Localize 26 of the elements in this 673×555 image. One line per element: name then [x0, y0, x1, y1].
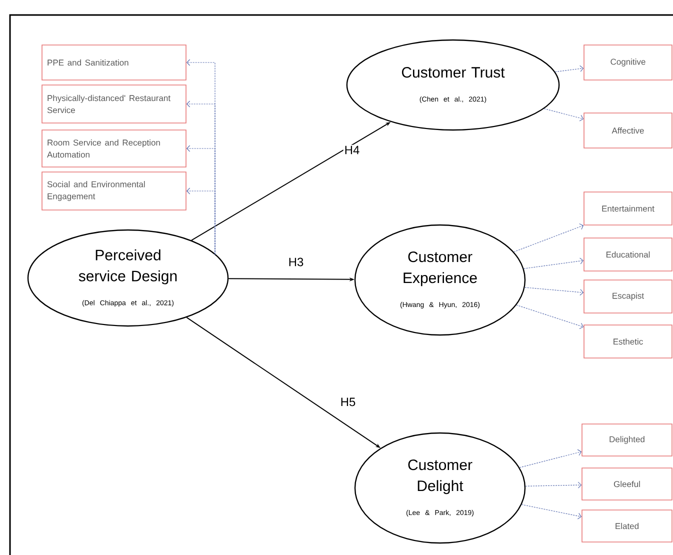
edge-label: H3 — [287, 256, 305, 268]
arrow — [514, 223, 584, 252]
indicator-box: Cognitive — [584, 44, 672, 80]
edge-label: H5 — [339, 396, 357, 408]
indicator-box: Social and Environmental Engagement — [42, 172, 186, 210]
arrow — [521, 504, 582, 520]
indicator-box: Gleeful — [582, 468, 672, 500]
arrow — [554, 65, 584, 72]
arrow — [516, 304, 584, 330]
edge-label: H4 — [343, 144, 361, 156]
indicator-box: Escapist — [584, 280, 672, 314]
indicator-box: Affective — [584, 112, 672, 148]
arrow — [523, 258, 584, 269]
indicator-box: PPE and Sanitization — [42, 44, 186, 80]
indicator-box: Esthetic — [584, 324, 672, 358]
indicator-box: Delighted — [582, 424, 672, 456]
arrow — [525, 482, 582, 488]
indicator-box: Physically-distanced' Restaurant Service — [42, 84, 186, 124]
indicator-box: Educational — [584, 238, 672, 272]
arrow — [519, 449, 582, 468]
arrow — [524, 287, 584, 296]
indicator-box: Entertainment — [584, 192, 672, 226]
arrow — [186, 188, 216, 255]
arrow — [544, 108, 584, 122]
indicator-box: Room Service and Reception Automation — [42, 130, 186, 168]
indicator-box: Elated — [582, 510, 672, 542]
